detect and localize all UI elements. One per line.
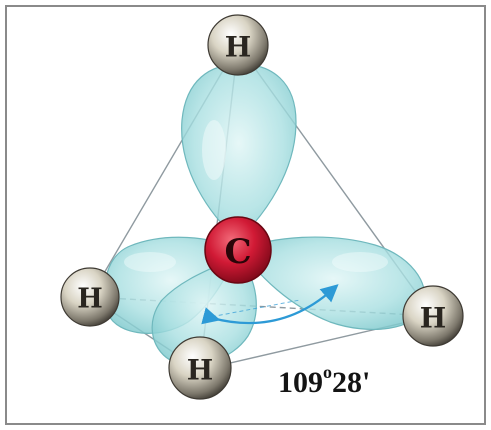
- bond-angle-degree-sign: o: [323, 362, 332, 382]
- carbon-atom: C: [204, 216, 272, 284]
- hydrogen-label-top: H: [225, 31, 251, 64]
- hydrogen-label-right: H: [420, 302, 446, 335]
- bond-angle-minutes: 28': [332, 366, 370, 399]
- hydrogen-atom-left: H: [60, 267, 120, 327]
- carbon-atom-label: C: [224, 232, 251, 272]
- sp3-orbital-lobes: [103, 63, 426, 366]
- hydrogen-atom-top: H: [207, 14, 269, 76]
- bond-angle-arc: [201, 284, 339, 325]
- hydrogen-label-front: H: [187, 354, 213, 387]
- bond-angle-label: 109o28': [278, 362, 370, 399]
- hydrogen-label-left: H: [77, 284, 103, 315]
- hydrogen-atom-right: H: [402, 285, 464, 347]
- bond-angle-degrees: 109: [278, 366, 323, 399]
- hydrogen-atom-front: H: [168, 336, 232, 400]
